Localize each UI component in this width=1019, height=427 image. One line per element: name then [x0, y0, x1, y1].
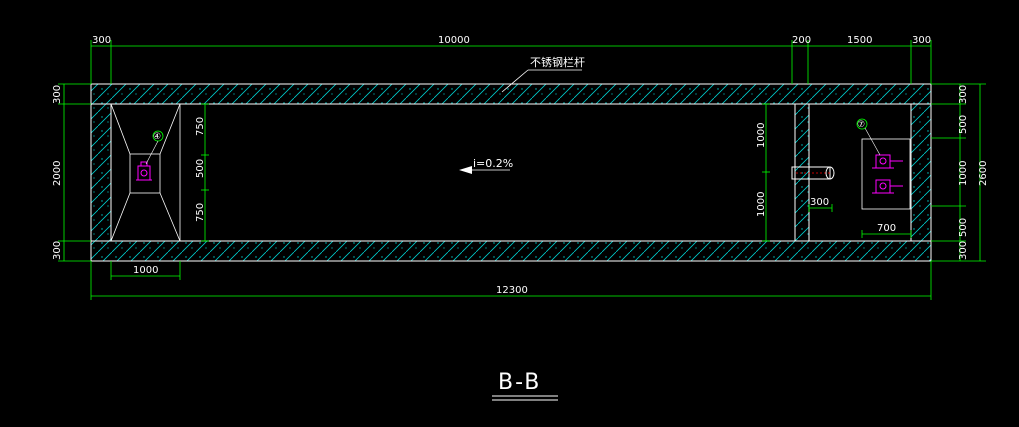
- wall-right: [910, 103, 932, 242]
- right-dim-chain: [931, 83, 986, 262]
- bottom-dim-left: 1000: [133, 265, 158, 276]
- section-title: B-B: [498, 370, 541, 395]
- right-dim-2: 500: [958, 115, 969, 134]
- wall-bottom: [90, 240, 932, 262]
- pump-spacing-dim: [861, 230, 912, 238]
- right-dim-3: 1000: [958, 161, 969, 186]
- inner-right-dim-1: 1000: [756, 123, 767, 148]
- right-pump-2-icon: [872, 179, 903, 194]
- slope-arrow: [459, 166, 510, 174]
- left-callout-label: ④: [153, 132, 161, 142]
- pump-spacing-label: 700: [877, 223, 896, 234]
- railing-note: 不锈钢栏杆: [530, 55, 585, 69]
- wall-left: [90, 103, 112, 242]
- bottom-dim-chain: [90, 261, 932, 300]
- left-dim-3: 300: [52, 241, 63, 260]
- left-pump-icon: [136, 161, 152, 181]
- right-callout-label: ⑦: [857, 120, 865, 130]
- wall-partition: [794, 103, 810, 242]
- right-dim-1: 300: [958, 85, 969, 104]
- top-dim-2: 10000: [438, 35, 470, 46]
- left-dim-chain: [58, 83, 91, 262]
- left-dim-2: 2000: [52, 161, 63, 186]
- slope-note: i=0.2%: [473, 157, 513, 170]
- pipe-dim: [808, 204, 833, 212]
- inner-right-dims: [762, 103, 770, 242]
- tank-walls: [90, 83, 932, 262]
- top-dim-5: 300: [912, 35, 931, 46]
- wall-top: [90, 83, 932, 105]
- railing-leader: [501, 69, 582, 93]
- right-dim-4: 500: [958, 218, 969, 237]
- inner-left-dim-2: 500: [195, 159, 206, 178]
- right-dim-5: 300: [958, 241, 969, 260]
- right-pump-1-icon: [872, 154, 903, 169]
- right-pump-pit: [861, 138, 911, 210]
- top-dim-4: 1500: [847, 35, 872, 46]
- bottom-dim-total: 12300: [496, 285, 528, 296]
- top-dim-1: 300: [92, 35, 111, 46]
- right-callout: ⑦: [856, 118, 881, 156]
- inner-left-dim-3: 750: [195, 203, 206, 222]
- section-title-underline: [492, 395, 558, 401]
- right-dim-total: 2600: [978, 161, 989, 186]
- left-sump: [110, 103, 181, 242]
- left-dim-1: 300: [52, 85, 63, 104]
- inner-left-dims: [201, 103, 209, 242]
- left-callout: ④: [145, 130, 164, 165]
- inner-left-dim-1: 750: [195, 117, 206, 136]
- top-dim-chain: [90, 40, 932, 84]
- pipe-dim-label: 300: [810, 197, 829, 208]
- pipe: [791, 166, 835, 180]
- inner-right-dim-2: 1000: [756, 192, 767, 217]
- top-dim-3: 200: [792, 35, 811, 46]
